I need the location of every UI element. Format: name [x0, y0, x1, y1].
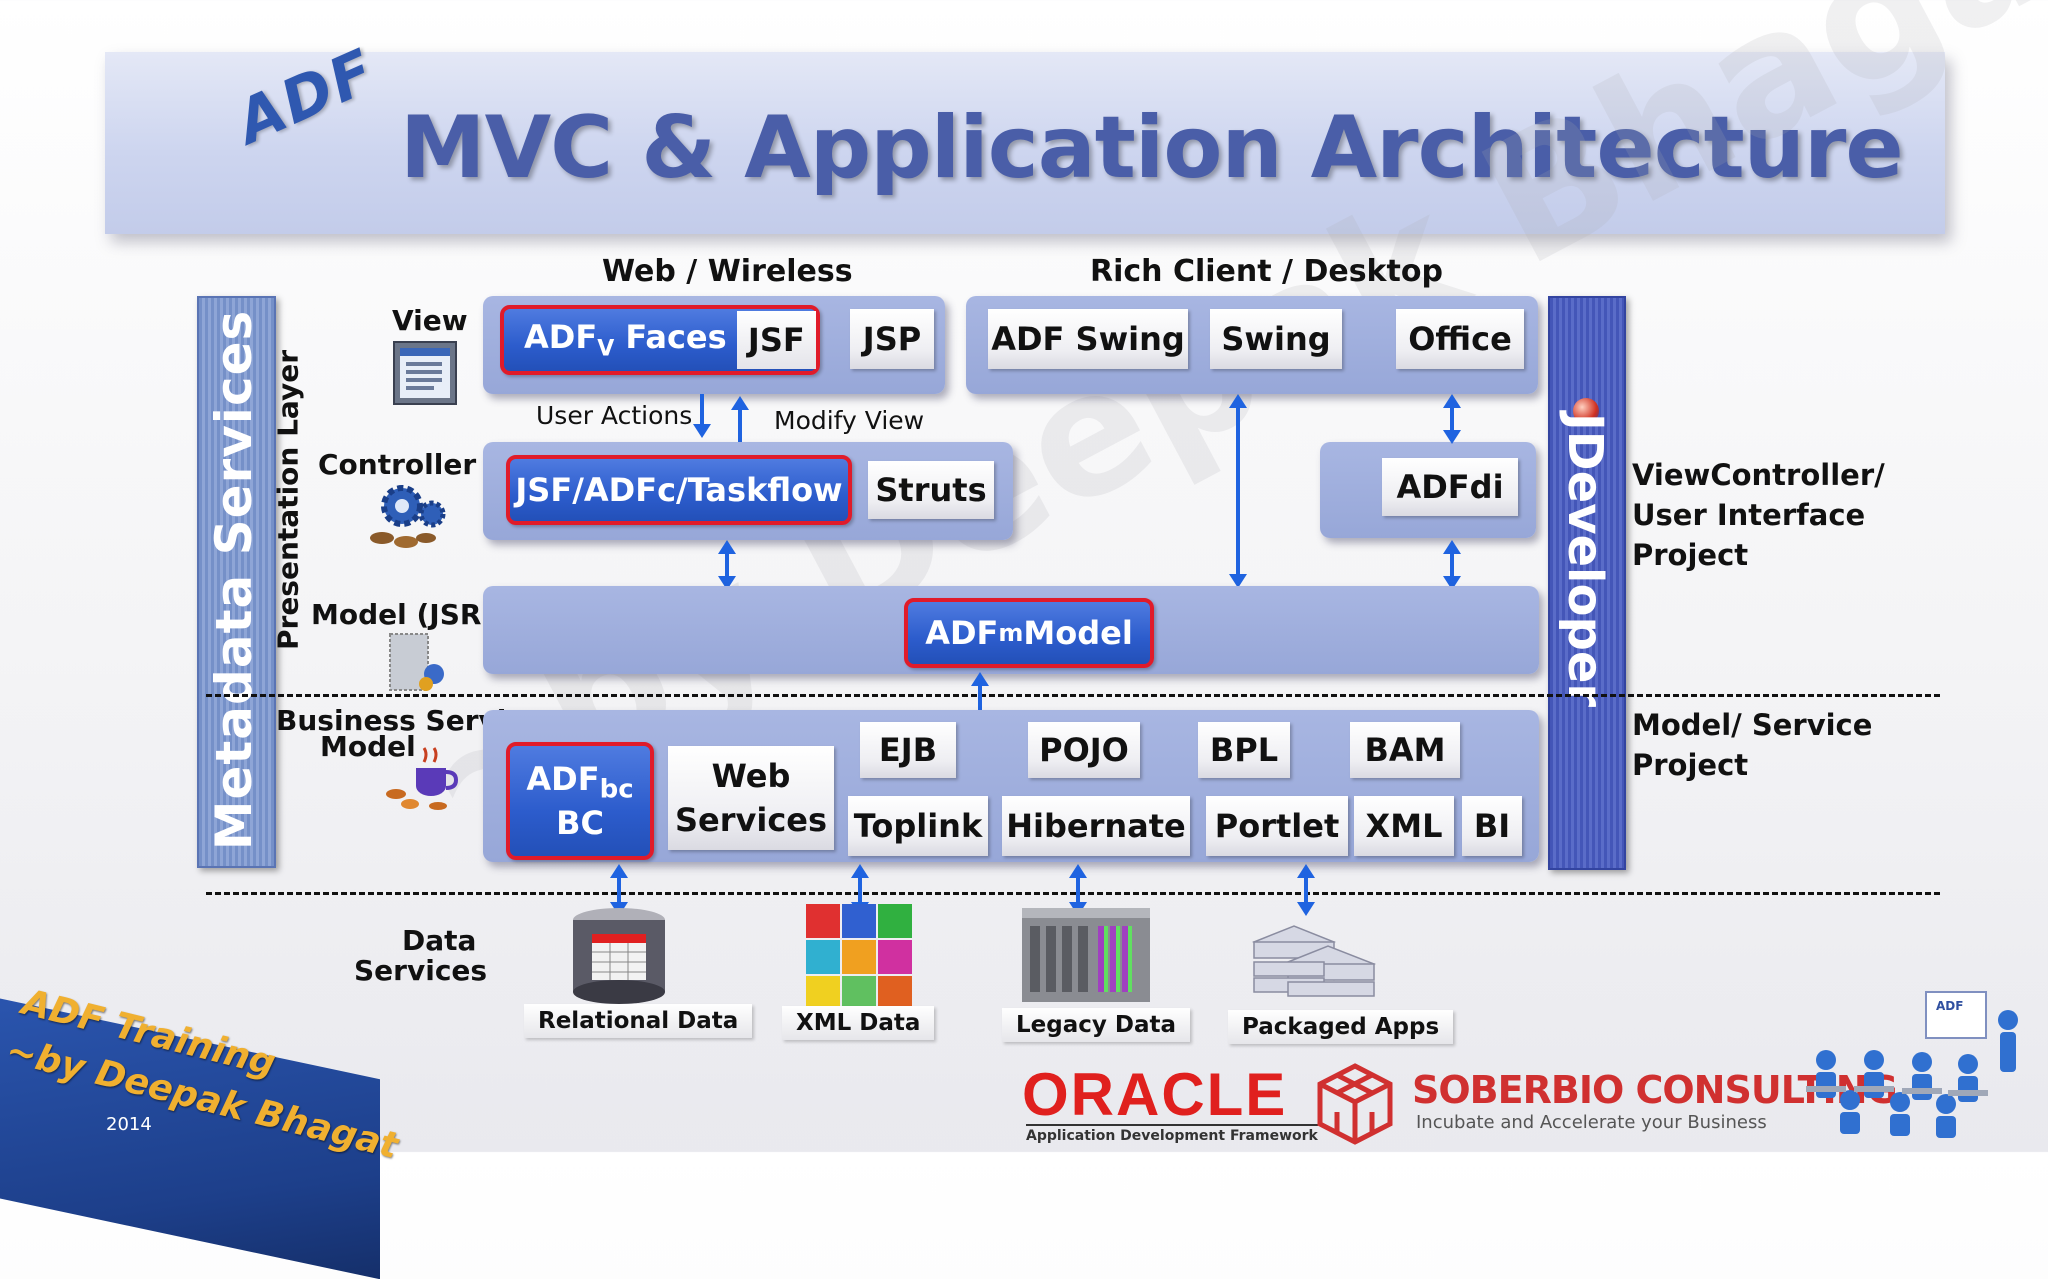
- portlet-box[interactable]: Portlet: [1206, 796, 1348, 856]
- controller-row-label: Controller: [318, 448, 477, 481]
- adf-faces-jsf-box[interactable]: ADFV Faces JSF: [500, 305, 820, 375]
- rich-client-header: Rich Client / Desktop: [1090, 254, 1443, 289]
- viewcontroller-project-label-3: Project: [1632, 538, 1749, 572]
- model-grid-icon: [389, 633, 444, 691]
- server-rack-icon: [1022, 908, 1150, 1002]
- modify-view-label: Modify View: [774, 406, 925, 435]
- viewcontroller-project-label-1: ViewController/: [1632, 458, 1885, 492]
- oracle-subtitle: Application Development Framework: [1026, 1124, 1318, 1144]
- data-services-label-2: Services: [354, 954, 488, 987]
- taskflow-box[interactable]: JSF/ADFc/Taskflow: [506, 455, 852, 525]
- xml-data-label: XML Data: [782, 1006, 935, 1040]
- office-adfdi-arrow: [1443, 394, 1461, 444]
- mini-adf-logo: ADF: [1936, 999, 1963, 1013]
- divider-business-data: [206, 892, 1940, 895]
- pojo-box[interactable]: POJO: [1028, 722, 1140, 778]
- legacy-arrow: [1069, 864, 1087, 916]
- toplink-box[interactable]: Toplink: [848, 796, 988, 856]
- model-business-arrow: [971, 672, 989, 724]
- web-wireless-header: Web / Wireless: [602, 254, 853, 289]
- bpl-box[interactable]: BPL: [1198, 722, 1290, 778]
- swing-box[interactable]: Swing: [1210, 309, 1342, 369]
- model-project-label-2: Project: [1632, 748, 1749, 782]
- title-banner: [105, 52, 1945, 234]
- struts-box[interactable]: Struts: [868, 461, 994, 519]
- presentation-layer-label: Presentation Layer: [271, 349, 305, 651]
- jdeveloper-icon: [1573, 398, 1599, 424]
- bam-box[interactable]: BAM: [1350, 722, 1460, 778]
- gears-icon: [370, 485, 446, 548]
- oracle-logo: ORACLE: [1022, 1061, 1288, 1128]
- bc-label: BC: [556, 804, 604, 843]
- jsf-label: JSF: [736, 311, 816, 369]
- xml-box[interactable]: XML: [1354, 796, 1454, 856]
- model-project-label-1: Model/ Service: [1632, 708, 1873, 742]
- adfdi-model-arrow: [1443, 540, 1461, 590]
- jdeveloper-label: JDeveloper: [1557, 412, 1613, 708]
- jdeveloper-pillar: [1548, 296, 1626, 870]
- viewcontroller-project-label-2: User Interface: [1632, 498, 1866, 532]
- relational-data-label: Relational Data: [524, 1004, 753, 1038]
- packaged-apps-label: Packaged Apps: [1228, 1010, 1454, 1044]
- servers-icon: [1251, 925, 1377, 997]
- year-label: 2014: [106, 1114, 152, 1135]
- adf-faces-label: ADFV Faces: [524, 318, 727, 362]
- legacy-data-label: Legacy Data: [1002, 1008, 1191, 1042]
- soberbio-subtitle: Incubate and Accelerate your Business: [1416, 1112, 1767, 1133]
- training-people-icon: ADF: [1806, 991, 2018, 1138]
- divider-presentation-business: [206, 694, 1940, 697]
- controller-model-arrow: [718, 540, 736, 590]
- adf-swing-box[interactable]: ADF Swing: [988, 309, 1188, 369]
- adfbc-label: ADFbc: [526, 759, 634, 805]
- bi-box[interactable]: BI: [1462, 796, 1522, 856]
- view-window-icon: [393, 341, 457, 405]
- office-box[interactable]: Office: [1396, 309, 1524, 369]
- packaged-arrow: [1297, 864, 1315, 916]
- adfdi-box[interactable]: ADFdi: [1382, 458, 1518, 516]
- puzzle-icon: [806, 904, 912, 1006]
- adfbc-box[interactable]: ADFbc BC: [506, 742, 654, 860]
- modify-view-arrow: [731, 396, 749, 442]
- web-services-box[interactable]: Web Services: [668, 746, 834, 850]
- ejb-box[interactable]: EJB: [860, 722, 956, 778]
- user-actions-label: User Actions: [536, 401, 693, 430]
- soberbio-cube-icon: [1317, 1063, 1393, 1145]
- jsp-box[interactable]: JSP: [850, 309, 934, 369]
- metadata-services-pillar: [197, 296, 276, 868]
- java-coffee-icon: [386, 747, 459, 810]
- relational-arrow: [610, 864, 628, 916]
- hibernate-box[interactable]: Hibernate: [1002, 796, 1190, 856]
- rich-client-model-arrow: [1229, 394, 1247, 588]
- metadata-services-label: Metadata Services: [205, 309, 263, 851]
- data-services-label-1: Data: [402, 924, 477, 957]
- page-title: MVC & Application Architecture: [400, 98, 1904, 198]
- business-model-label: Model: [320, 730, 416, 763]
- user-actions-arrow: [693, 394, 711, 438]
- database-icon: [573, 908, 665, 1004]
- view-row-label: View: [392, 304, 468, 337]
